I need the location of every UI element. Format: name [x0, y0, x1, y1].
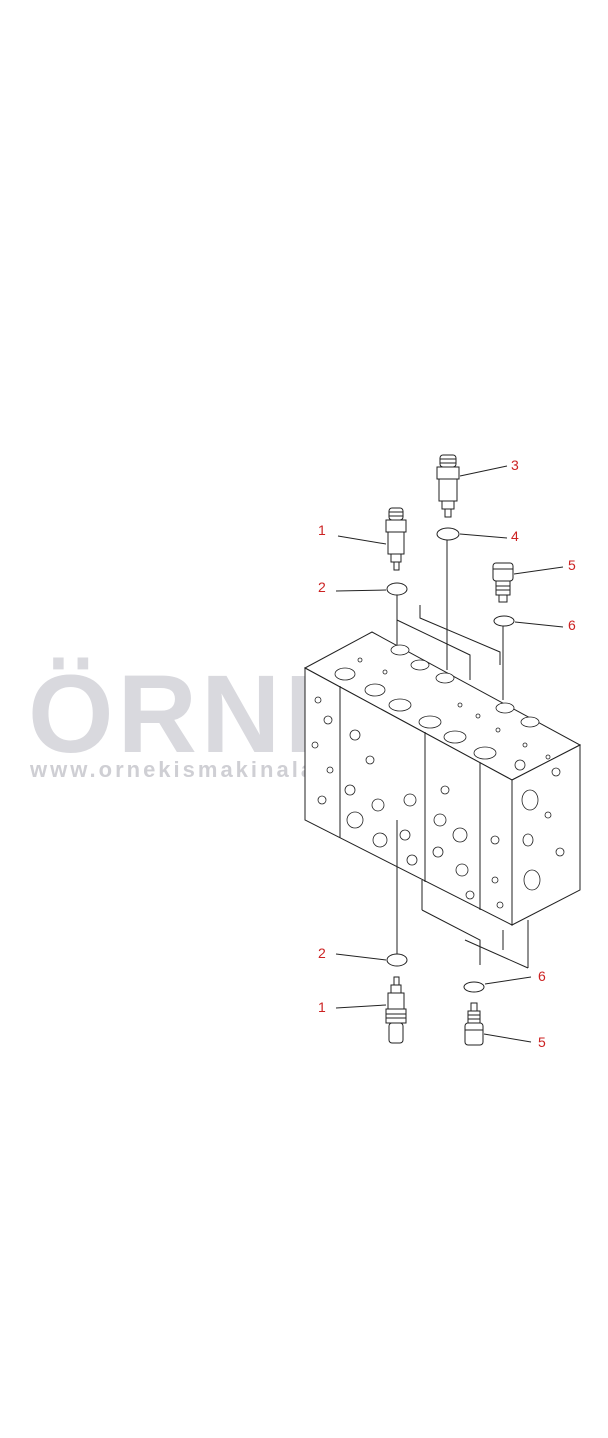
relief-valve-part-1-bottom	[385, 976, 407, 1044]
callout-3: 3	[511, 457, 519, 473]
callout-2-top: 2	[318, 579, 326, 595]
port-hole	[390, 644, 410, 656]
callout-labels: 3 1 4 5 2 6 2 6 1 5	[318, 457, 576, 1050]
port-hole	[334, 667, 356, 681]
callout-6-bottom: 6	[538, 968, 546, 984]
callout-5-bottom: 5	[538, 1034, 546, 1050]
port-hole	[520, 716, 540, 728]
callout-1-top: 1	[318, 522, 326, 538]
port-hole	[418, 715, 442, 729]
assembly-lines	[396, 540, 529, 969]
port-hole	[443, 730, 467, 744]
leader-lines	[335, 465, 564, 1043]
callout-2-bottom: 2	[318, 945, 326, 961]
relief-valve-part-3	[436, 454, 460, 518]
valve-body	[303, 631, 582, 926]
port-hole	[495, 702, 515, 714]
relief-valve-part-1-top	[385, 507, 407, 571]
callout-5-top: 5	[568, 557, 576, 573]
o-ring-part-4	[436, 527, 460, 541]
o-ring-part-2-bottom	[386, 953, 408, 967]
port-hole	[435, 672, 455, 684]
port-hole	[473, 746, 497, 760]
callout-6-top: 6	[568, 617, 576, 633]
o-ring-part-2-top	[386, 582, 408, 596]
o-ring-part-6-top	[493, 615, 515, 627]
callout-4: 4	[511, 528, 519, 544]
port-hole	[388, 698, 412, 712]
o-ring-part-6-bottom	[463, 981, 485, 993]
plug-part-5-top	[492, 562, 514, 603]
port-hole	[410, 659, 430, 671]
port-hole	[364, 683, 386, 697]
plug-part-5-bottom	[464, 1002, 484, 1046]
callout-1-bottom: 1	[318, 999, 326, 1015]
